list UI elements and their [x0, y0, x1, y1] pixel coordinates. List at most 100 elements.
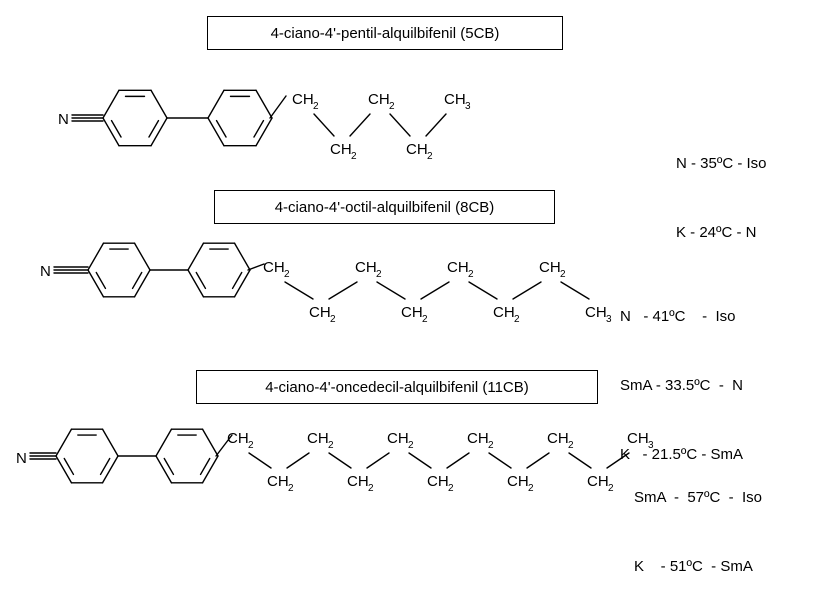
- chain-group: CH: [493, 304, 515, 321]
- chain-subscript: 2: [568, 440, 574, 451]
- nitrile-atom: N: [58, 111, 69, 128]
- chain-bond: [420, 281, 450, 300]
- chain-bond: [446, 452, 470, 469]
- benzene-ring-1: [102, 89, 168, 147]
- transition-line: K - 21.5ºC - SmA: [620, 446, 744, 463]
- chain-bond: [376, 281, 406, 300]
- ring-bond: [87, 269, 105, 298]
- ring-bond: [150, 117, 168, 147]
- benzene-ring-2: [187, 242, 251, 298]
- chain-subscript: 3: [606, 314, 612, 325]
- chain-bond: [247, 263, 265, 271]
- ring-bond: [201, 455, 219, 484]
- chain-subscript: 2: [330, 314, 336, 325]
- chain-subscript: 2: [288, 483, 294, 494]
- ring-double-bond: [199, 457, 211, 476]
- chain-bond: [488, 452, 512, 469]
- transition-line: SmA - 33.5ºC - N: [620, 377, 744, 394]
- nitrile-atom: N: [16, 450, 27, 467]
- chain-group: CH: [368, 91, 390, 108]
- chain-subscript: 2: [514, 314, 520, 325]
- transition-line: N - 41ºC - Iso: [620, 308, 736, 325]
- ring-bond: [102, 89, 120, 119]
- ring-bond: [101, 428, 119, 457]
- chain-bond: [408, 452, 432, 469]
- ring-bond: [207, 89, 225, 119]
- transition-line: K - 24ºC - N: [676, 224, 757, 241]
- ring-double-bond: [215, 119, 227, 138]
- chain-subscript: 2: [608, 483, 614, 494]
- chain-subscript: 3: [648, 440, 654, 451]
- chain-subscript: 2: [328, 440, 334, 451]
- ring-bond: [233, 242, 251, 271]
- chain-bond: [286, 452, 310, 469]
- chain-group: CH: [539, 259, 561, 276]
- molecule-label-8cb: 4-ciano-4'-octil-alquilbifenil (8CB): [214, 190, 555, 224]
- chain-group: CH: [263, 259, 285, 276]
- chain-group: CH: [227, 430, 249, 447]
- chain-bond: [366, 452, 390, 469]
- ring-double-bond: [131, 271, 143, 290]
- transition-line: SmA - 57ºC - Iso: [634, 489, 763, 506]
- transitions-5cb: N - 35ºC - Iso K - 24ºC - N: [676, 106, 767, 267]
- chain-group: CH: [330, 141, 352, 158]
- chain-bond: [313, 113, 335, 137]
- ring-bond: [101, 455, 119, 484]
- chain-subscript: 2: [248, 440, 254, 451]
- ring-bond: [102, 117, 120, 147]
- chain-group: CH: [401, 304, 423, 321]
- chain-bond: [284, 281, 314, 300]
- ring-double-bond: [63, 457, 75, 476]
- benzene-ring-1: [55, 428, 119, 484]
- chain-bond: [606, 452, 630, 469]
- chain-group: CH: [627, 430, 649, 447]
- molecule-label-5cb: 4-ciano-4'-pentil-alquilbifenil (5CB): [207, 16, 563, 50]
- chain-subscript: 2: [448, 483, 454, 494]
- chain-bond: [512, 281, 542, 300]
- chain-bond: [425, 113, 447, 137]
- chain-bond: [389, 113, 411, 137]
- ring-bond: [55, 428, 73, 457]
- chain-group: CH: [547, 430, 569, 447]
- chain-subscript: 3: [465, 101, 471, 112]
- transition-line: N - 35ºC - Iso: [676, 155, 767, 172]
- ring-bond: [187, 242, 205, 271]
- nitrile-atom: N: [40, 263, 51, 280]
- chain-group: CH: [387, 430, 409, 447]
- chain-subscript: 2: [422, 314, 428, 325]
- ring-bond: [87, 242, 105, 271]
- chain-bond: [560, 281, 590, 300]
- chain-subscript: 2: [376, 269, 382, 280]
- ring-double-bond: [253, 119, 265, 138]
- ring-bond: [133, 242, 151, 271]
- ring-bond: [133, 269, 151, 298]
- chain-subscript: 2: [284, 269, 290, 280]
- transitions-11cb: SmA - 57ºC - Iso K - 51ºC - SmA: [634, 440, 762, 601]
- chain-subscript: 2: [389, 101, 395, 112]
- chain-bond: [215, 434, 233, 457]
- ring-bond: [55, 455, 73, 484]
- ring-bond: [207, 117, 225, 147]
- ring-bond: [233, 269, 251, 298]
- chain-bond: [568, 452, 592, 469]
- ring-bond: [255, 89, 273, 119]
- chain-subscript: 2: [528, 483, 534, 494]
- chain-group: CH: [587, 473, 609, 490]
- chain-group: CH: [355, 259, 377, 276]
- ring-double-bond: [231, 271, 243, 290]
- chain-subscript: 2: [468, 269, 474, 280]
- chain-subscript: 2: [408, 440, 414, 451]
- ring-bond: [155, 455, 173, 484]
- chain-subscript: 2: [351, 151, 357, 162]
- chain-group: CH: [507, 473, 529, 490]
- ring-double-bond: [110, 119, 122, 138]
- ring-double-bond: [148, 119, 160, 138]
- chain-group: CH: [292, 91, 314, 108]
- chain-bond: [248, 452, 272, 469]
- benzene-ring-2: [207, 89, 273, 147]
- chain-subscript: 2: [488, 440, 494, 451]
- chain-group: CH: [406, 141, 428, 158]
- benzene-ring-2: [155, 428, 219, 484]
